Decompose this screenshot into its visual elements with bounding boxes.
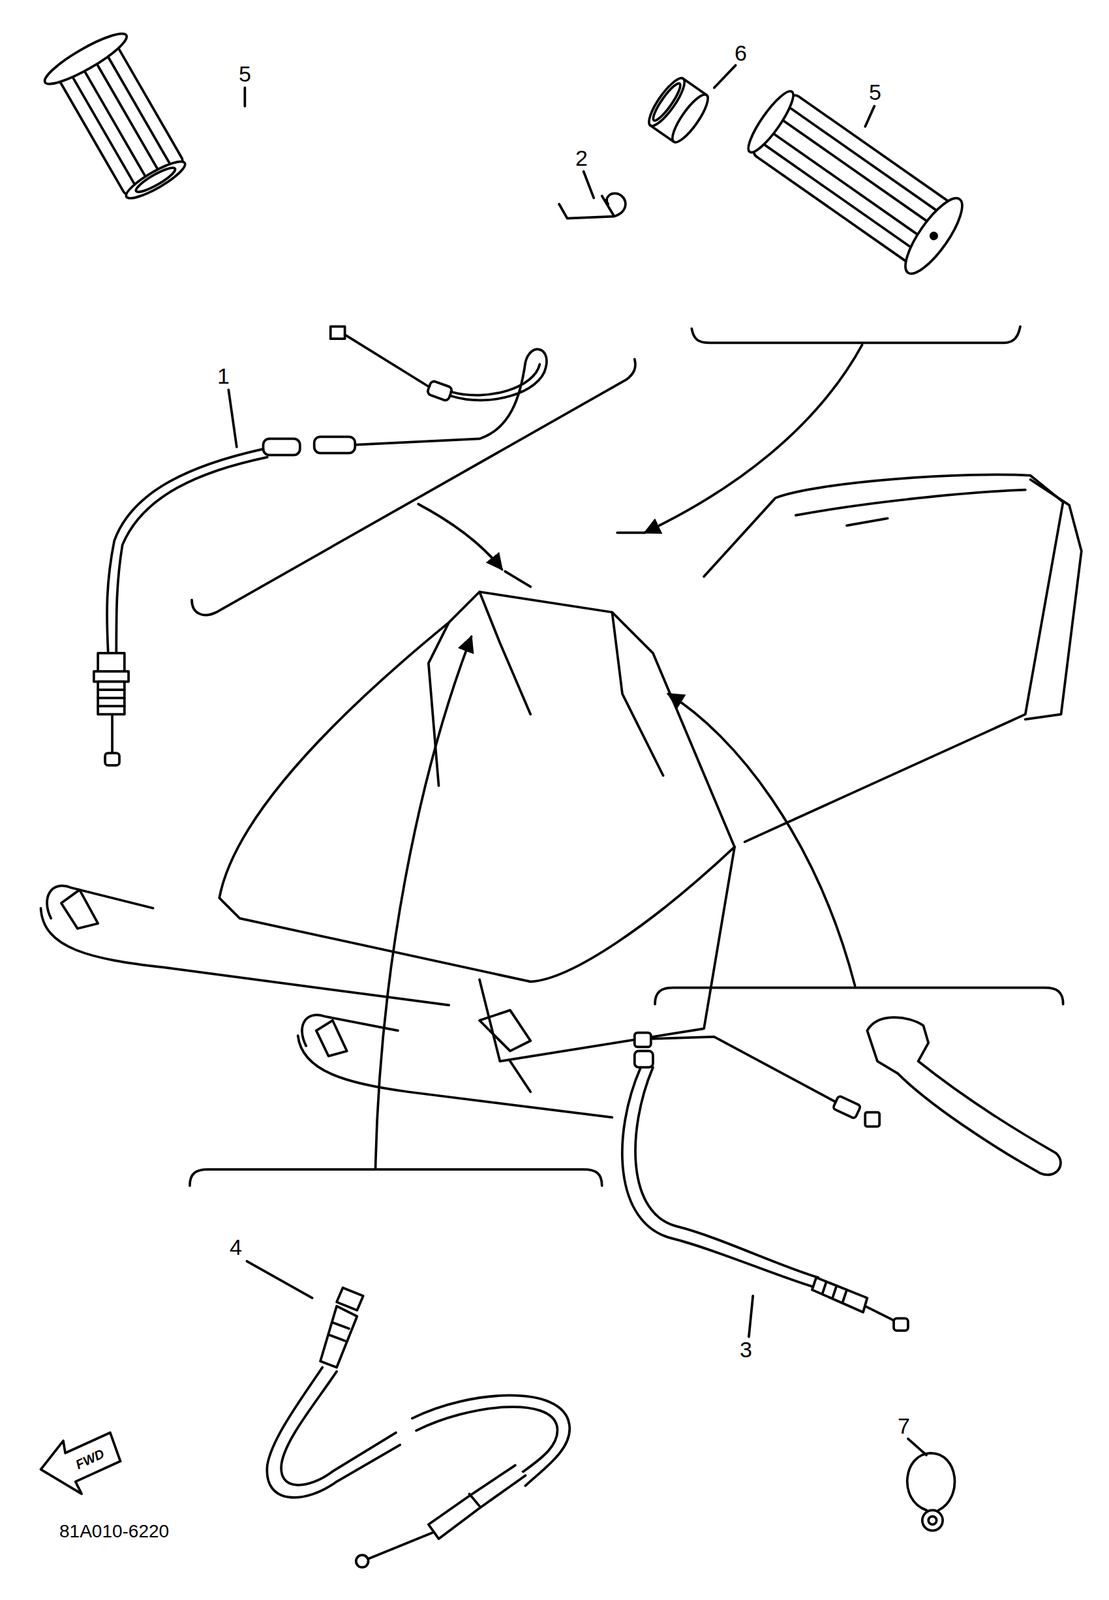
callout-number: 2 xyxy=(575,146,588,169)
callout-number: 4 xyxy=(229,1235,243,1258)
callout-number: 5 xyxy=(238,62,252,85)
figure-code: 81A010-6220 xyxy=(59,1521,169,1541)
callout-number: 5 xyxy=(868,80,882,104)
callout-number: 6 xyxy=(734,41,747,64)
direction-label: FWD xyxy=(73,1446,107,1471)
forward-arrow xyxy=(41,1432,121,1494)
left-grip xyxy=(39,26,201,211)
snowmobile-outline xyxy=(41,474,1082,1117)
brake-cable xyxy=(622,1017,1061,1331)
cable-clip xyxy=(907,1452,956,1511)
callout-number: 7 xyxy=(897,1414,911,1437)
callout-number: 3 xyxy=(739,1337,753,1361)
callout-number: 1 xyxy=(217,364,230,387)
grip-ring xyxy=(643,73,714,147)
right-grip xyxy=(737,79,972,281)
choke-cable xyxy=(266,1287,570,1567)
